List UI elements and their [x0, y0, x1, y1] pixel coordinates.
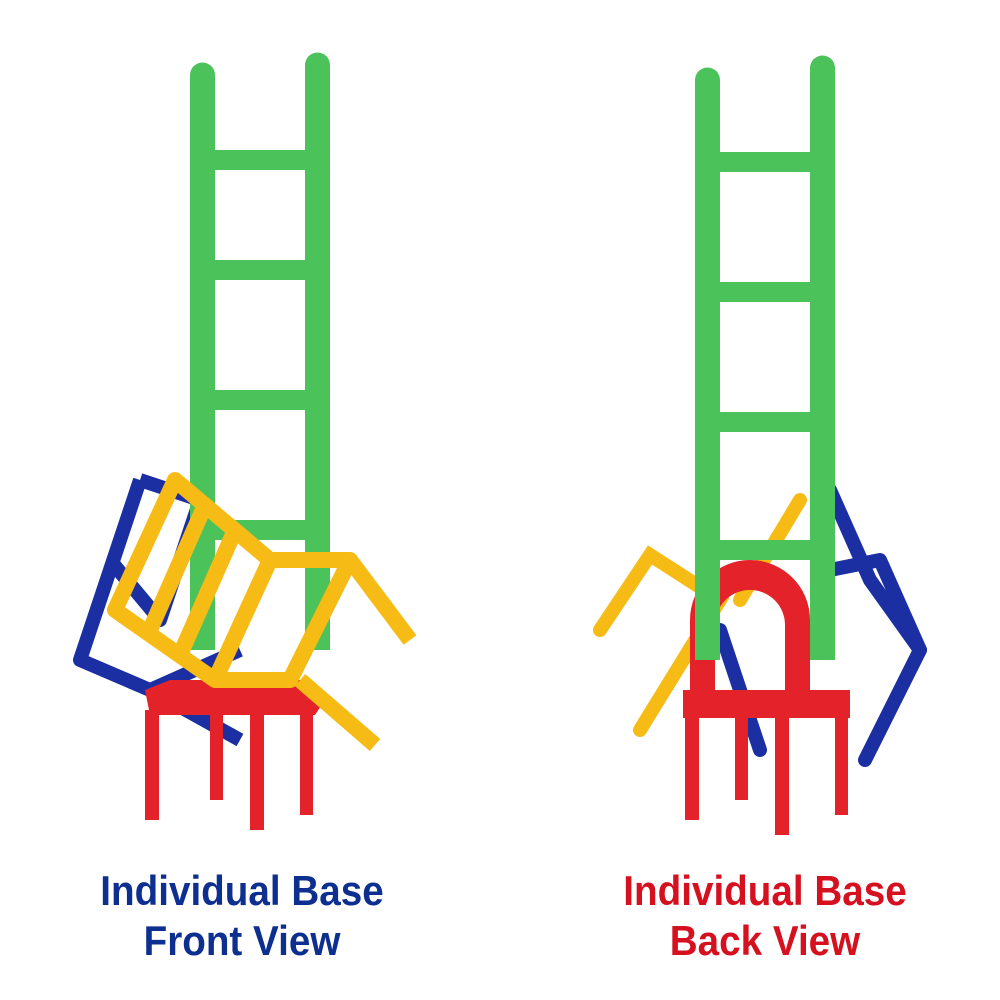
back-view-stack	[593, 55, 927, 835]
caption-line-2: Front View	[143, 917, 341, 964]
yellow-chair	[107, 472, 417, 752]
red-chair	[145, 680, 325, 830]
product-photo	[73, 52, 927, 835]
front-view-stack	[73, 52, 417, 830]
green-ladder	[695, 55, 835, 660]
caption-line-2: Back View	[669, 917, 861, 964]
caption-line-1: Individual Base	[623, 867, 907, 914]
caption-line-1: Individual Base	[100, 867, 384, 914]
caption-back-view: Individual Base Back View	[563, 866, 968, 966]
caption-front-view: Individual Base Front View	[40, 866, 445, 966]
